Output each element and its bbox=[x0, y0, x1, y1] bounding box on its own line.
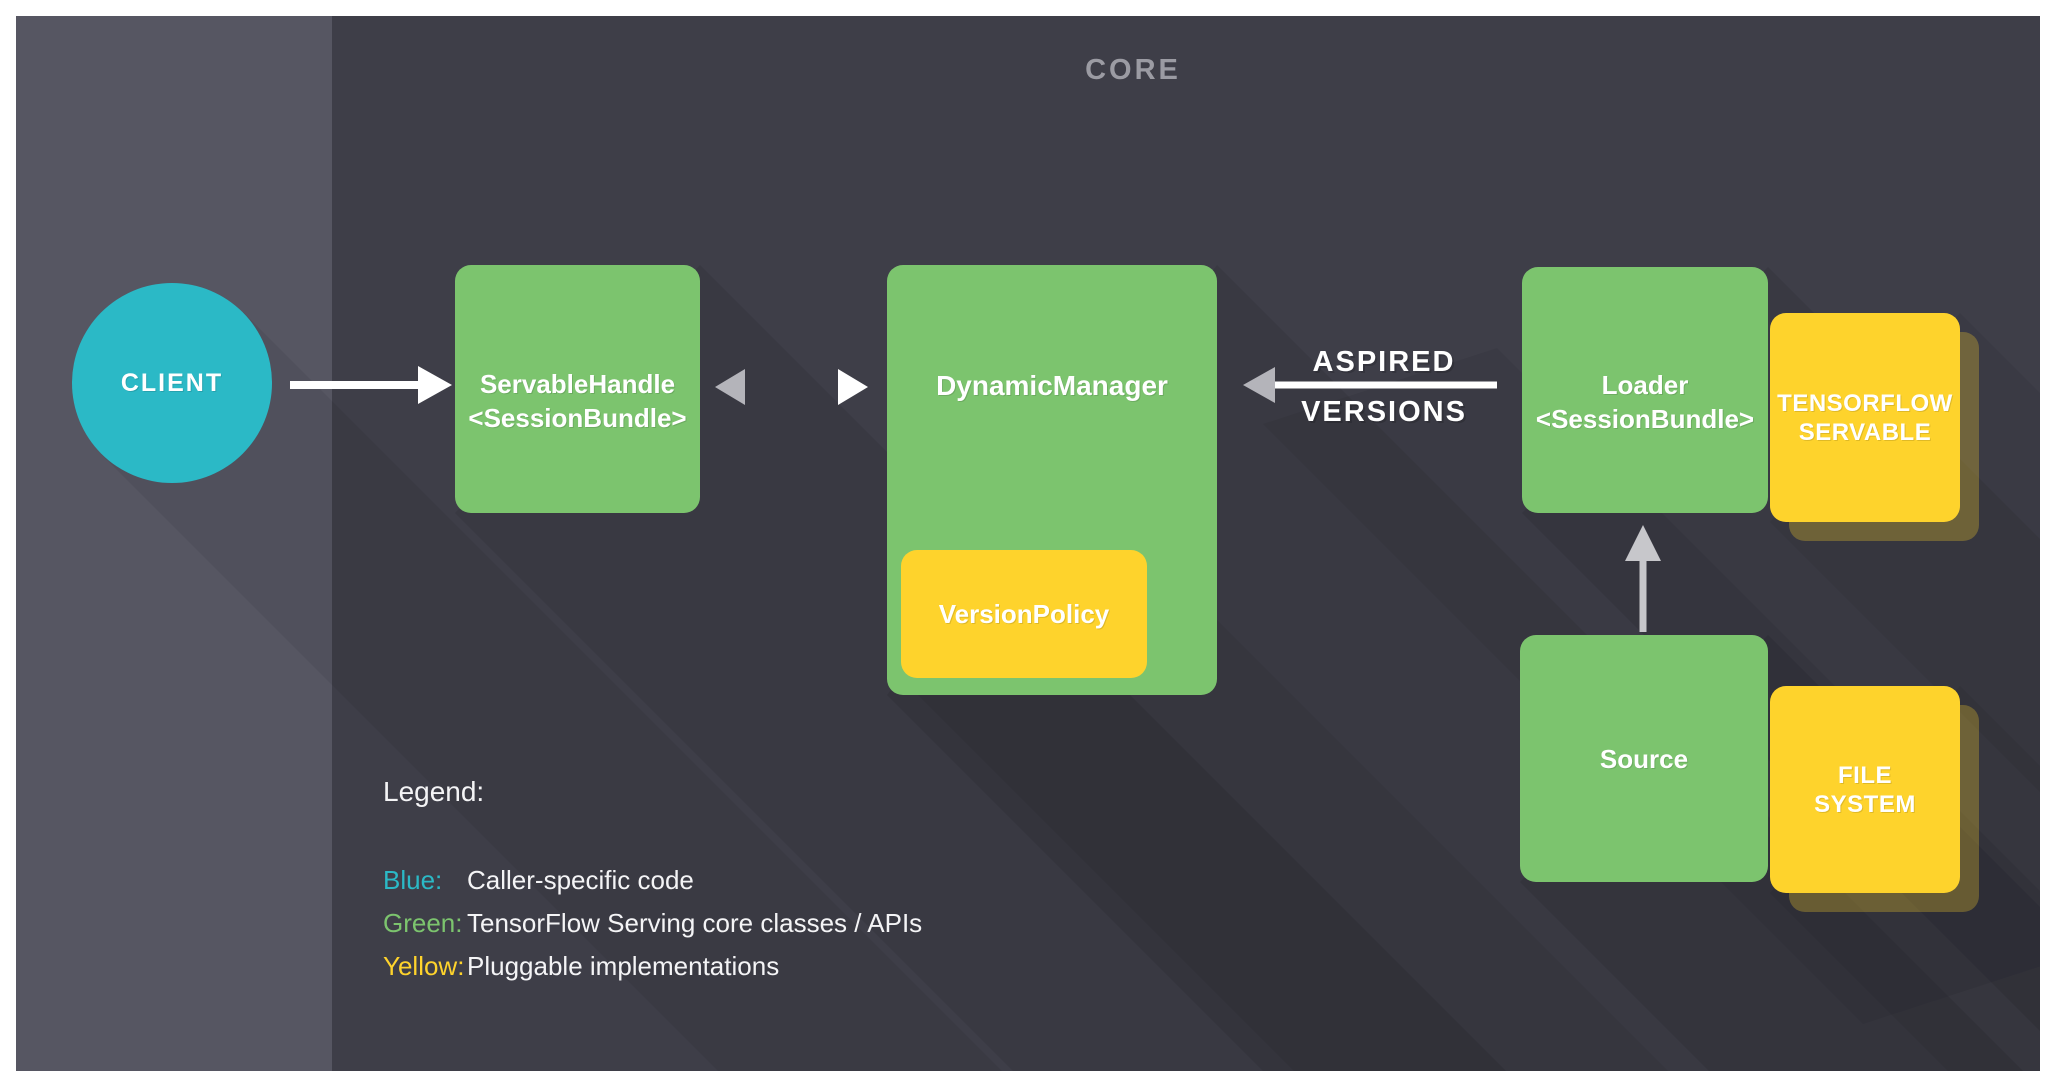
client-label: CLIENT bbox=[120, 369, 224, 397]
client-node: CLIENT bbox=[72, 283, 272, 483]
legend-item-yellow: Yellow: Pluggable implementations bbox=[383, 951, 1283, 994]
arrow-bidirectional-servablehandle-dynamicmanager bbox=[715, 369, 868, 405]
core-region-title: CORE bbox=[1085, 54, 1181, 86]
legend-item-blue: Blue: Caller-specific code bbox=[383, 865, 1283, 908]
tensorflow-servable-node: TENSORFLOW SERVABLE bbox=[1770, 313, 1960, 522]
legend-color-word: Green: bbox=[383, 908, 463, 938]
legend-color-word: Blue: bbox=[383, 865, 443, 895]
dynamic-manager-label: DynamicManager bbox=[936, 370, 1168, 401]
legend: Legend: Blue: Caller-specific code Green… bbox=[383, 775, 922, 981]
legend-description: Pluggable implementations bbox=[467, 951, 780, 981]
loader-line1: Loader bbox=[1601, 370, 1689, 400]
servable-handle-label: ServableHandle <SessionBundle> bbox=[455, 367, 700, 435]
loader-line2: <SessionBundle> bbox=[1535, 404, 1755, 434]
servable-handle-node: ServableHandle <SessionBundle> bbox=[455, 265, 700, 513]
legend-rows: Blue: Caller-specific code Green: Tensor… bbox=[383, 865, 1283, 994]
legend-description: TensorFlow Serving core classes / APIs bbox=[467, 908, 923, 938]
servable-handle-line1: ServableHandle bbox=[479, 369, 676, 399]
loader-node: Loader <SessionBundle> bbox=[1522, 267, 1768, 513]
tensorflow-servable-label: TENSORFLOW SERVABLE bbox=[1770, 389, 1960, 447]
source-label: Source bbox=[1599, 743, 1689, 774]
file-system-label: FILE SYSTEM bbox=[1770, 761, 1960, 819]
diagram-canvas: CORE CLIENT ServableHandle <SessionBundl… bbox=[16, 16, 2040, 1071]
arrow-aspired-versions bbox=[1243, 367, 1497, 403]
legend-title: Legend: bbox=[383, 776, 485, 807]
legend-item-green: Green: TensorFlow Serving core classes /… bbox=[383, 908, 1283, 951]
source-node: Source bbox=[1520, 635, 1768, 882]
aspired-versions-label-line1: ASPIRED bbox=[1312, 346, 1456, 378]
servable-handle-line2: <SessionBundle> bbox=[468, 403, 687, 433]
arrow-client-to-servablehandle bbox=[290, 366, 452, 404]
version-policy-node: VersionPolicy bbox=[901, 550, 1147, 678]
version-policy-label: VersionPolicy bbox=[938, 599, 1110, 629]
file-system-node: FILE SYSTEM bbox=[1770, 686, 1960, 893]
file-system-line2: SYSTEM bbox=[1814, 790, 1916, 818]
aspired-versions-label-line2: VERSIONS bbox=[1301, 396, 1467, 428]
file-system-line1: FILE bbox=[1838, 761, 1892, 789]
tensorflow-servable-line2: SERVABLE bbox=[1798, 418, 1932, 446]
arrow-source-to-loader bbox=[1625, 525, 1661, 632]
tensorflow-servable-line1: TENSORFLOW bbox=[1777, 389, 1953, 417]
legend-description: Caller-specific code bbox=[467, 865, 694, 895]
legend-color-word: Yellow: bbox=[383, 951, 465, 981]
client-zone-panel bbox=[16, 16, 332, 1071]
dynamic-manager-node: DynamicManager VersionPolicy bbox=[887, 265, 1217, 695]
loader-label: Loader <SessionBundle> bbox=[1522, 368, 1768, 436]
